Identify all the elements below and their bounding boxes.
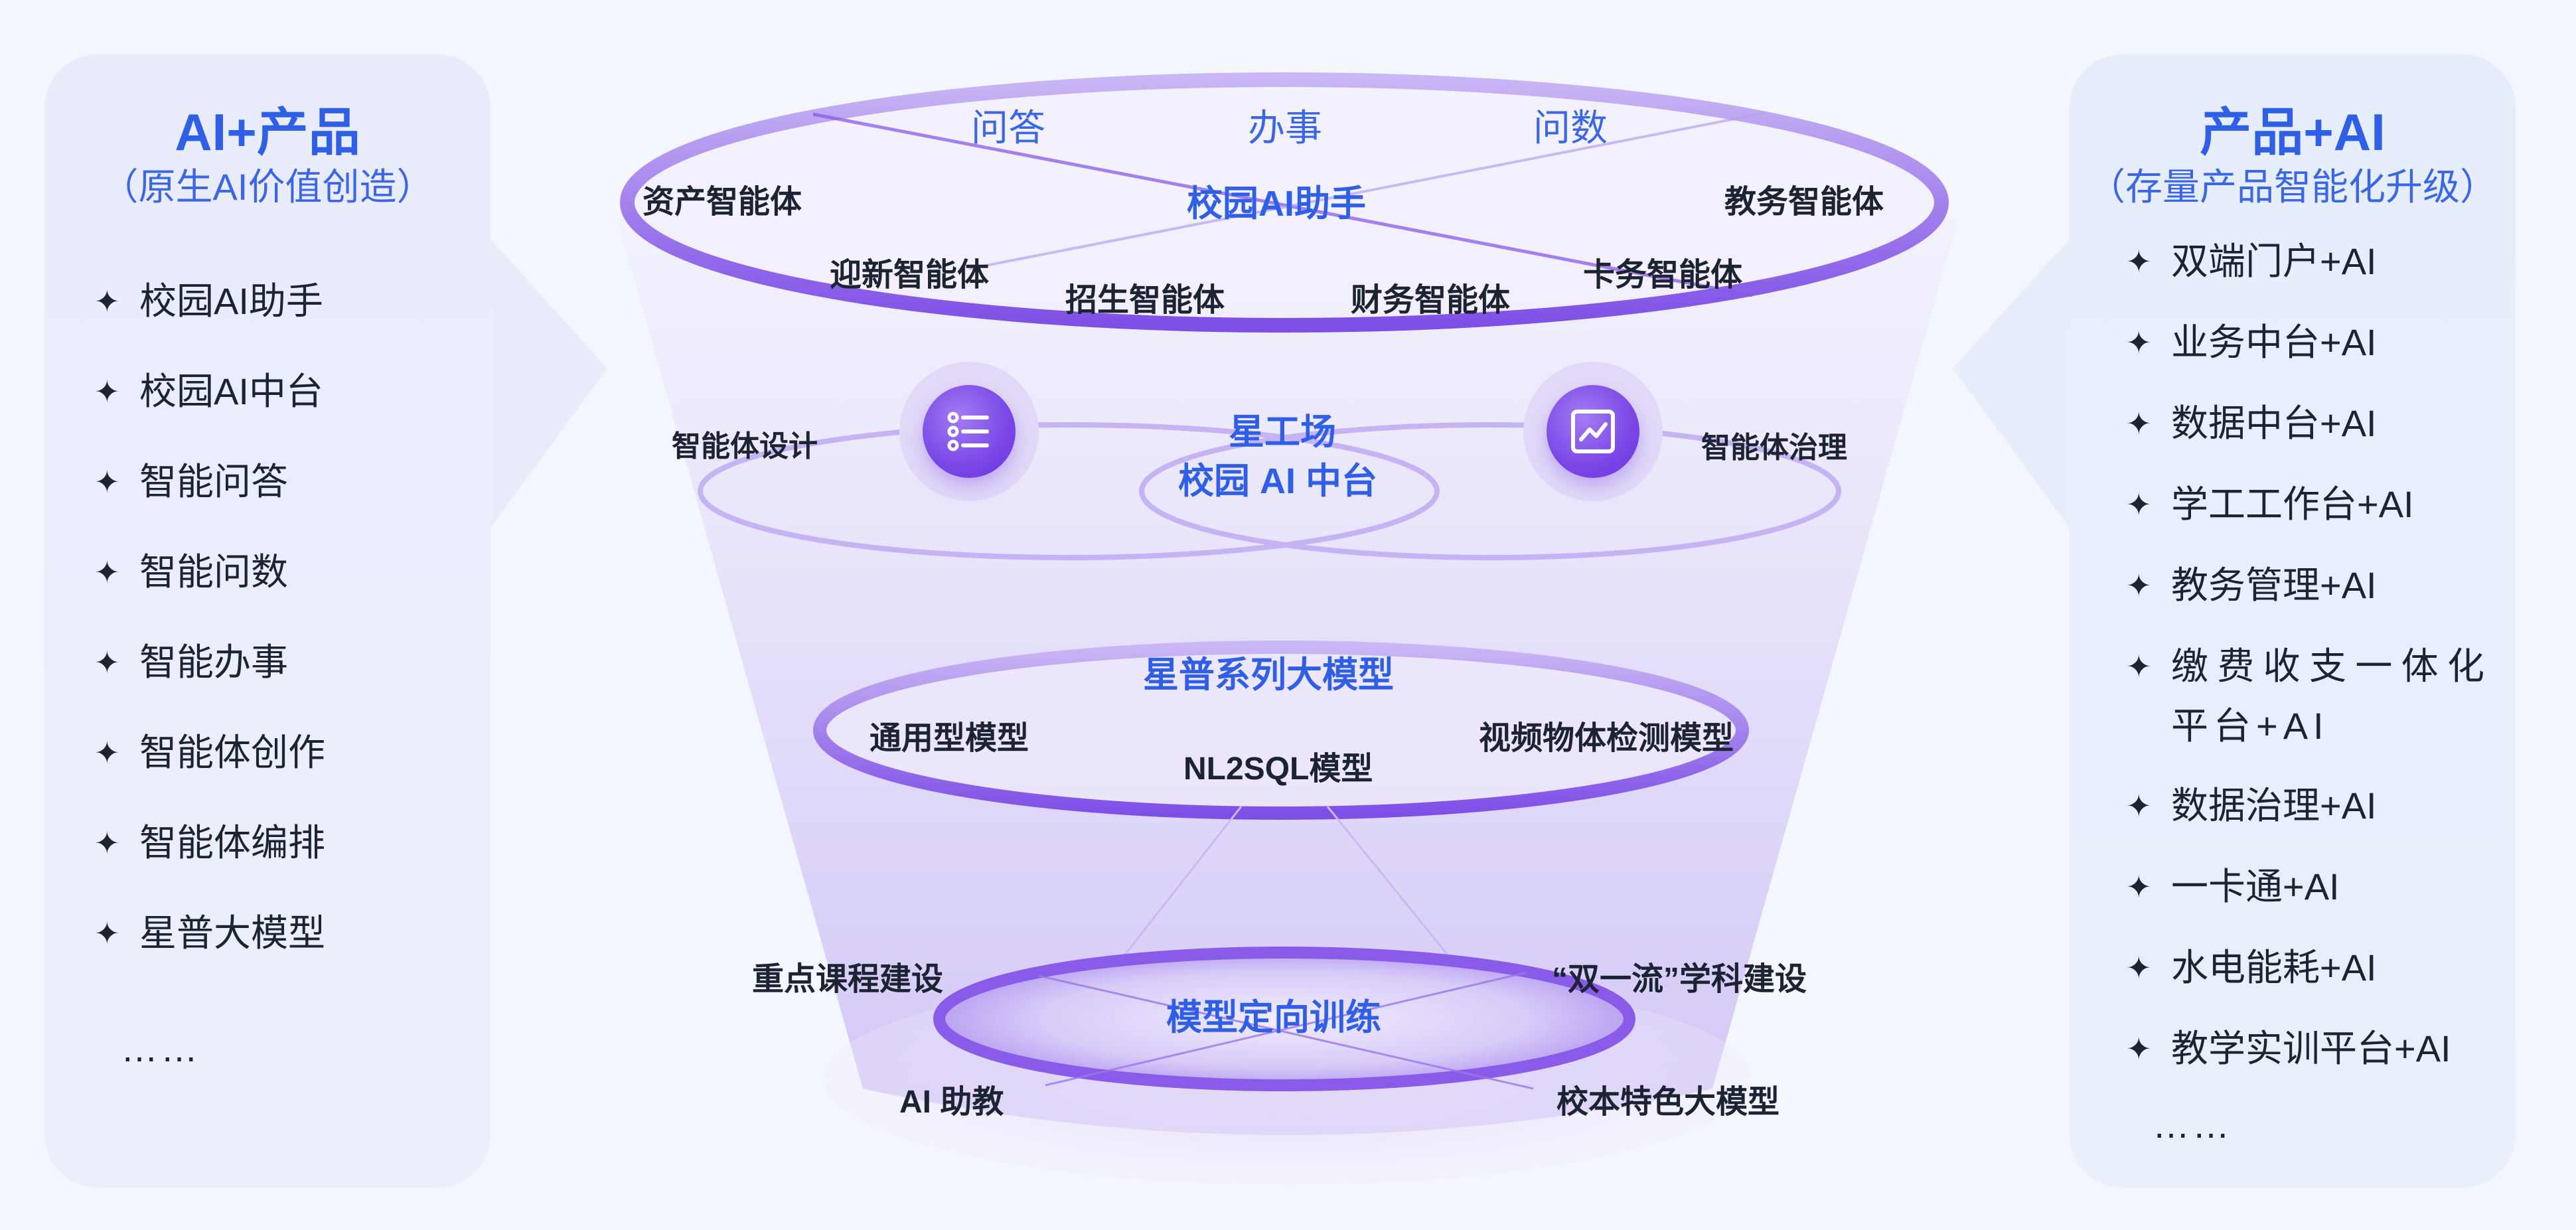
model-series-title: 星普系列大模型 xyxy=(1143,655,1394,695)
model-label-general: 通用型模型 xyxy=(870,721,1029,756)
star-icon: ✦ xyxy=(94,465,120,499)
list-item: ✦缴费收支一体化平台+AI xyxy=(2126,645,2490,747)
left-panel-title: AI+产品 xyxy=(175,103,360,161)
list-item: ✦智能问数 xyxy=(94,551,288,593)
star-icon: ✦ xyxy=(94,826,120,860)
top-cross-line-2 xyxy=(968,112,1766,270)
star-icon: ✦ xyxy=(2126,1032,2152,1066)
star-icon: ✦ xyxy=(2126,325,2152,360)
list-item: ✦数据中台+AI xyxy=(2126,402,2377,444)
list-item: ✦星普大模型 xyxy=(94,912,325,954)
left-item-list: ✦校园AI助手 ✦校园AI中台 ✦智能问答 ✦智能问数 ✦智能办事 ✦智能体创作… xyxy=(94,280,325,1002)
platform-title-line2: 校园 AI 中台 xyxy=(1178,461,1378,501)
list-item: ✦数据治理+AI xyxy=(2126,785,2377,826)
list-item: ✦业务中台+AI xyxy=(2126,321,2377,363)
star-icon: ✦ xyxy=(94,916,120,951)
star-icon: ✦ xyxy=(2126,244,2152,279)
right-panel-title: 产品+AI xyxy=(2200,103,2386,161)
agent-governance-badge xyxy=(1523,362,1663,501)
training-label-ai-ta: AI 助教 xyxy=(899,1085,1004,1120)
mode-label-qa: 问答 xyxy=(971,107,1045,149)
right-connector xyxy=(1953,239,2070,528)
right-panel-subtitle: （存量产品智能化升级） xyxy=(2088,166,2497,208)
train-cross-line-1 xyxy=(1038,974,1534,1090)
model-label-nl2sql: NL2SQL模型 xyxy=(1183,751,1373,787)
star-icon: ✦ xyxy=(94,374,120,409)
mode-label-data: 问数 xyxy=(1533,107,1608,149)
train-cross-line-2 xyxy=(1045,971,1527,1087)
model-label-video: 视频物体检测模型 xyxy=(1479,721,1734,756)
star-icon: ✦ xyxy=(2126,789,2152,823)
agent-governance-label: 智能体治理 xyxy=(1701,431,1847,464)
top-cross-line-1 xyxy=(812,112,1753,297)
list-item: ✦双端门户+AI xyxy=(2126,240,2377,282)
star-icon: ✦ xyxy=(94,555,120,589)
model-ring xyxy=(813,641,1749,820)
list-item: ✦智能办事 xyxy=(94,641,288,683)
training-ring xyxy=(933,947,1635,1091)
list-item: ✦校园AI中台 xyxy=(94,370,323,412)
list-item: ✦智能体编排 xyxy=(94,822,325,864)
list-item: ✦校园AI助手 xyxy=(94,280,323,322)
training-label-courses: 重点课程建设 xyxy=(752,962,944,997)
list-item: ✦智能问答 xyxy=(94,461,288,502)
star-icon: ✦ xyxy=(94,284,120,319)
agent-label-admission: 招生智能体 xyxy=(1065,283,1225,318)
star-icon: ✦ xyxy=(2126,568,2152,603)
campus-ai-assistant-label: 校园AI助手 xyxy=(1187,184,1366,224)
training-label-school-model: 校本特色大模型 xyxy=(1556,1085,1780,1120)
star-icon: ✦ xyxy=(94,645,120,680)
platform-ring-right xyxy=(1139,422,1841,560)
right-ellipsis: …… xyxy=(2153,1104,2232,1146)
agent-label-finance: 财务智能体 xyxy=(1351,283,1511,318)
platform-ring-left xyxy=(698,422,1440,560)
agent-label-academic: 教务智能体 xyxy=(1724,185,1884,220)
agent-label-assets: 资产智能体 xyxy=(643,185,802,220)
top-ring xyxy=(620,72,1949,333)
training-label-discipline: “双一流”学科建设 xyxy=(1552,962,1807,997)
list-item: ✦教务管理+AI xyxy=(2126,564,2377,606)
agent-label-card: 卡务智能体 xyxy=(1583,258,1743,293)
star-icon: ✦ xyxy=(94,735,120,770)
agent-design-label: 智能体设计 xyxy=(672,430,818,463)
training-title: 模型定向训练 xyxy=(1166,998,1381,1038)
list-item: ✦学工工作台+AI xyxy=(2126,483,2414,525)
list-item: ✦一卡通+AI xyxy=(2126,866,2340,907)
list-item: ✦教学实训平台+AI xyxy=(2126,1028,2451,1069)
left-ellipsis: …… xyxy=(121,1028,200,1069)
left-connector xyxy=(491,239,607,528)
right-item-list: ✦双端门户+AI ✦业务中台+AI ✦数据中台+AI ✦学工工作台+AI ✦教务… xyxy=(2126,240,2490,1109)
star-icon: ✦ xyxy=(2126,951,2152,985)
platform-title-line1: 星工场 xyxy=(1229,412,1336,452)
right-panel: 产品+AI （存量产品智能化升级） ✦双端门户+AI ✦业务中台+AI ✦数据中… xyxy=(2070,54,2516,1188)
left-panel-subtitle: （原生AI价值创造） xyxy=(101,166,434,208)
settings-list-icon xyxy=(923,385,1016,478)
star-icon: ✦ xyxy=(2126,487,2152,522)
star-icon: ✦ xyxy=(2126,870,2152,904)
agent-label-freshmen: 迎新智能体 xyxy=(830,258,990,293)
mode-label-service: 办事 xyxy=(1248,107,1322,149)
list-item: ✦智能体创作 xyxy=(94,731,325,773)
star-icon: ✦ xyxy=(2126,406,2152,441)
star-icon: ✦ xyxy=(2126,649,2152,684)
agent-design-badge xyxy=(899,362,1039,501)
model-ring-fill xyxy=(820,647,1742,813)
left-panel: AI+产品 （原生AI价值创造） ✦校园AI助手 ✦校园AI中台 ✦智能问答 ✦… xyxy=(44,54,491,1188)
line-chart-icon xyxy=(1547,385,1639,478)
list-item: ✦水电能耗+AI xyxy=(2126,947,2377,988)
